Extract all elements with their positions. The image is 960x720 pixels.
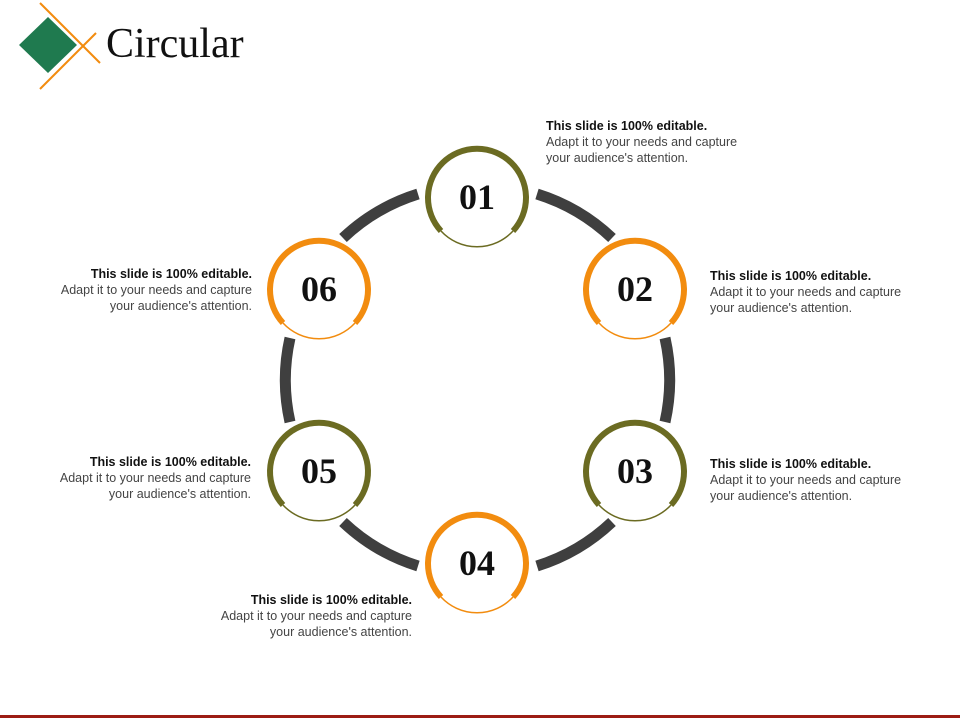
diamond-logo-icon bbox=[19, 2, 101, 90]
ring-connectors bbox=[279, 188, 676, 572]
note-line: your audience's attention. bbox=[269, 625, 412, 639]
note-heading: This slide is 100% editable. bbox=[250, 593, 412, 607]
note-heading: This slide is 100% editable. bbox=[90, 267, 252, 281]
note-line: your audience's attention. bbox=[710, 301, 853, 315]
step-number-03: 03 bbox=[617, 451, 653, 491]
node-06 bbox=[267, 237, 371, 340]
note-heading: This slide is 100% editable. bbox=[710, 457, 872, 471]
note-line: your audience's attention. bbox=[710, 489, 853, 503]
node-01 bbox=[425, 145, 529, 248]
node-04 bbox=[425, 511, 529, 614]
note-line: your audience's attention. bbox=[109, 299, 252, 313]
step-number-01: 01 bbox=[459, 177, 495, 217]
node-02 bbox=[583, 237, 687, 340]
step-note-01: This slide is 100% editable. Adapt it to… bbox=[546, 118, 786, 166]
bottom-divider bbox=[0, 715, 960, 718]
step-note-03: This slide is 100% editable. Adapt it to… bbox=[710, 456, 950, 504]
note-heading: This slide is 100% editable. bbox=[710, 269, 872, 283]
note-line: your audience's attention. bbox=[546, 151, 689, 165]
note-line: Adapt it to your needs and capture bbox=[546, 135, 738, 149]
step-note-02: This slide is 100% editable. Adapt it to… bbox=[710, 268, 950, 316]
note-line: Adapt it to your needs and capture bbox=[710, 285, 902, 299]
page-title: Circular bbox=[106, 21, 244, 67]
node-03 bbox=[583, 419, 687, 522]
note-line: Adapt it to your needs and capture bbox=[220, 609, 412, 623]
step-number-04: 04 bbox=[459, 543, 495, 583]
step-number-05: 05 bbox=[301, 451, 337, 491]
note-line: Adapt it to your needs and capture bbox=[59, 471, 251, 485]
step-number-06: 06 bbox=[301, 269, 337, 309]
note-line: your audience's attention. bbox=[108, 487, 251, 501]
step-note-06: This slide is 100% editable. Adapt it to… bbox=[12, 266, 252, 314]
note-line: Adapt it to your needs and capture bbox=[710, 473, 902, 487]
note-line: Adapt it to your needs and capture bbox=[60, 283, 252, 297]
note-heading: This slide is 100% editable. bbox=[89, 455, 251, 469]
node-05 bbox=[267, 419, 371, 522]
step-note-04: This slide is 100% editable. Adapt it to… bbox=[172, 592, 412, 640]
step-note-05: This slide is 100% editable. Adapt it to… bbox=[11, 454, 251, 502]
note-heading: This slide is 100% editable. bbox=[546, 119, 708, 133]
step-number-02: 02 bbox=[617, 269, 653, 309]
